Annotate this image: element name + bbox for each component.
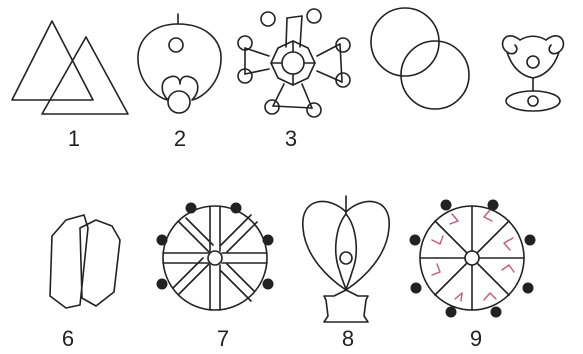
figure-1-triangles <box>12 21 128 114</box>
figure-6-label: 6 <box>48 328 88 350</box>
figure-5-spiral <box>503 36 564 111</box>
figure-7-wheel <box>163 206 267 310</box>
figure-9-label: 9 <box>456 328 496 350</box>
figure-4-circles <box>371 8 469 109</box>
figure-2-loop <box>138 14 221 113</box>
figure-7-label: 7 <box>203 328 243 350</box>
figure-8-label: 8 <box>328 328 368 350</box>
figure-3-network <box>238 9 350 117</box>
figure-9-wheel <box>420 206 524 310</box>
figure-6-hexagons <box>50 215 120 308</box>
figure-1-label: 1 <box>54 128 94 150</box>
figure-7-dots <box>157 203 274 290</box>
figure-2-label: 2 <box>160 128 200 150</box>
figure-3-label: 3 <box>271 128 311 150</box>
figure-8-bud <box>303 196 389 322</box>
